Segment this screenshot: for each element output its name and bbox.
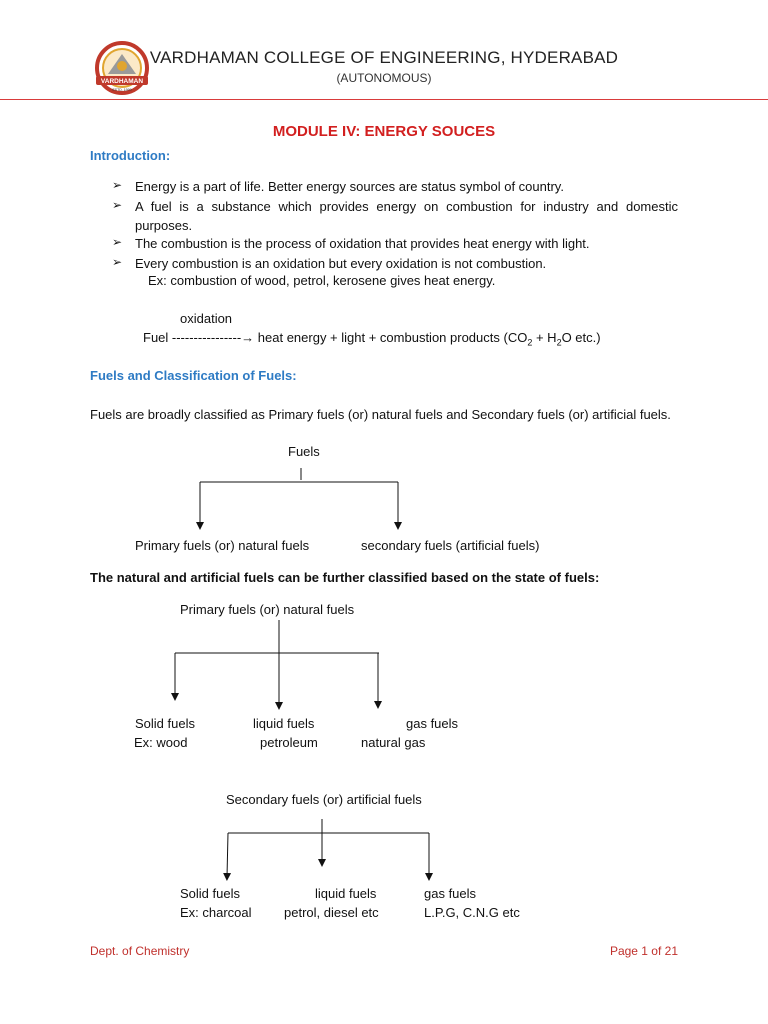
reaction-label: oxidation bbox=[180, 311, 233, 326]
secondary-solid-example: Ex: charcoal bbox=[180, 905, 252, 920]
svg-text:ESTD. 1999: ESTD. 1999 bbox=[112, 88, 131, 92]
intro-example: Ex: combustion of wood, petrol, kerosene… bbox=[148, 273, 496, 288]
intro-bullet-1: Energy is a part of life. Better energy … bbox=[135, 179, 564, 194]
primary-gas: gas fuels bbox=[406, 716, 459, 731]
classification-intro: Fuels are broadly classified as Primary … bbox=[90, 407, 671, 422]
primary-liquid: liquid fuels bbox=[253, 716, 315, 731]
bullet-icon: ➢ bbox=[112, 235, 123, 249]
state-heading: The natural and artificial fuels can be … bbox=[90, 570, 600, 585]
classification-heading: Fuels and Classification of Fuels: bbox=[90, 368, 297, 383]
primary-gas-example: natural gas bbox=[361, 735, 426, 750]
secondary-left-arrow bbox=[223, 832, 232, 881]
introduction-heading: Introduction: bbox=[90, 148, 171, 163]
primary-root: Primary fuels (or) natural fuels bbox=[180, 602, 355, 617]
tree1-right: secondary fuels (artificial fuels) bbox=[361, 538, 540, 553]
primary-liquid-example: petroleum bbox=[260, 735, 318, 750]
arrow-icon: → bbox=[241, 330, 255, 345]
secondary-liquid-example: petrol, diesel etc bbox=[284, 905, 379, 920]
secondary-root: Secondary fuels (or) artificial fuels bbox=[226, 792, 422, 807]
reaction-equation: Fuel ----------------→ heat energy + lig… bbox=[143, 330, 601, 348]
secondary-solid: Solid fuels bbox=[180, 886, 240, 901]
bullet-icon: ➢ bbox=[112, 255, 123, 269]
intro-bullet-3: The combustion is the process of oxidati… bbox=[135, 236, 590, 251]
tree1-left: Primary fuels (or) natural fuels bbox=[135, 538, 310, 553]
header-divider bbox=[0, 99, 768, 100]
secondary-gas: gas fuels bbox=[424, 886, 477, 901]
svg-text:VARDHAMAN: VARDHAMAN bbox=[101, 78, 143, 85]
bullet-icon: ➢ bbox=[112, 178, 123, 192]
primary-solid-example: Ex: wood bbox=[134, 735, 188, 750]
module-title: MODULE IV: ENERGY SOUCES bbox=[272, 123, 496, 140]
autonomous-label: (AUTONOMOUS) bbox=[336, 71, 432, 85]
tree1-root: Fuels bbox=[288, 444, 320, 459]
intro-bullet-2: A fuel is a substance which provides ene… bbox=[135, 199, 678, 233]
secondary-gas-example: L.P.G, C.N.G etc bbox=[424, 905, 520, 920]
college-name: VARDHAMAN COLLEGE OF ENGINEERING, HYDERA… bbox=[149, 48, 619, 67]
footer-page-number: Page 1 of 21 bbox=[609, 944, 678, 958]
intro-bullet-4: Every combustion is an oxidation but eve… bbox=[135, 256, 547, 271]
secondary-liquid: liquid fuels bbox=[315, 886, 377, 901]
college-logo-icon: VARDHAMAN ESTD. 1999 bbox=[95, 41, 149, 95]
footer-department: Dept. of Chemistry bbox=[90, 944, 190, 958]
primary-solid: Solid fuels bbox=[135, 716, 195, 731]
bullet-icon: ➢ bbox=[112, 198, 123, 212]
